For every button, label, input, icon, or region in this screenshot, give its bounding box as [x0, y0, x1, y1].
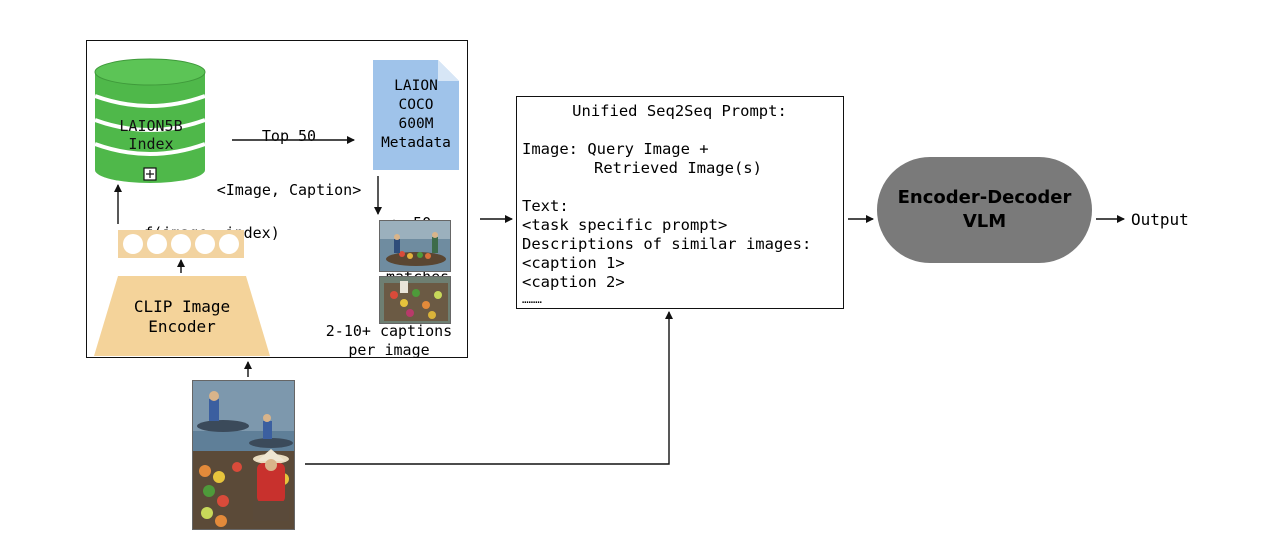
- database-label: LAION5B Index: [96, 117, 206, 153]
- clip-encoder-shape: [94, 276, 270, 356]
- vlm-line-1: Encoder-Decoder: [897, 187, 1072, 208]
- document-icon: [373, 60, 459, 170]
- retrieved-image-2: [379, 276, 451, 324]
- metadata-line-3: 600M: [398, 116, 434, 132]
- clip-line-2: Encoder: [148, 317, 216, 336]
- prompt-task-line: <task specific prompt>: [522, 216, 728, 234]
- metadata-line-4: Metadata: [381, 135, 451, 151]
- query-to-prompt-arrow: [305, 311, 673, 465]
- aggregate-icon: [143, 167, 157, 181]
- captions-line-2: per image: [348, 340, 430, 359]
- prompt-ellipsis: ………: [522, 293, 542, 306]
- query-image: [192, 380, 295, 530]
- clip-encoder-label: CLIP Image Encoder: [94, 297, 270, 337]
- prompt-descriptions-line: Descriptions of similar images:: [522, 235, 812, 253]
- retrieved-boat-photo-2: [380, 277, 450, 323]
- database-name: LAION5B: [119, 117, 183, 135]
- query-boat-photo: [193, 381, 294, 529]
- embedding-vector-icon: [118, 230, 244, 258]
- pair-type-label: <Image, Caption>: [216, 181, 362, 199]
- database-subname: Index: [128, 135, 174, 153]
- unified-prompt-box: Unified Seq2Seq Prompt: Image: Query Ima…: [516, 96, 844, 309]
- prompt-text-label: Text:: [522, 197, 569, 215]
- metadata-line-2: COCO: [398, 97, 434, 113]
- prompt-caption-2: <caption 2>: [522, 273, 625, 291]
- metadata-label: LAION COCO 600M Metadata: [372, 77, 460, 153]
- prompt-image-line-2: Retrieved Image(s): [594, 159, 762, 177]
- output-label: Output: [1131, 210, 1189, 229]
- captions-line-1: 2-10+ captions: [325, 322, 453, 340]
- metadata-line-1: LAION: [394, 78, 438, 94]
- vlm-line-2: VLM: [962, 211, 1007, 232]
- retrieved-image-1: [379, 220, 451, 272]
- prompt-image-line-1: Image: Query Image +: [522, 140, 709, 158]
- retrieved-boat-photo-1: [380, 221, 450, 271]
- retrieval-module-frame: [86, 40, 468, 358]
- vlm-node: Encoder-Decoder VLM: [877, 157, 1092, 263]
- prompt-title: Unified Seq2Seq Prompt:: [572, 102, 787, 120]
- clip-line-1: CLIP Image: [133, 297, 231, 316]
- prompt-caption-1: <caption 1>: [522, 254, 625, 272]
- captions-per-image-label: 2-10+ captions per image: [314, 322, 464, 359]
